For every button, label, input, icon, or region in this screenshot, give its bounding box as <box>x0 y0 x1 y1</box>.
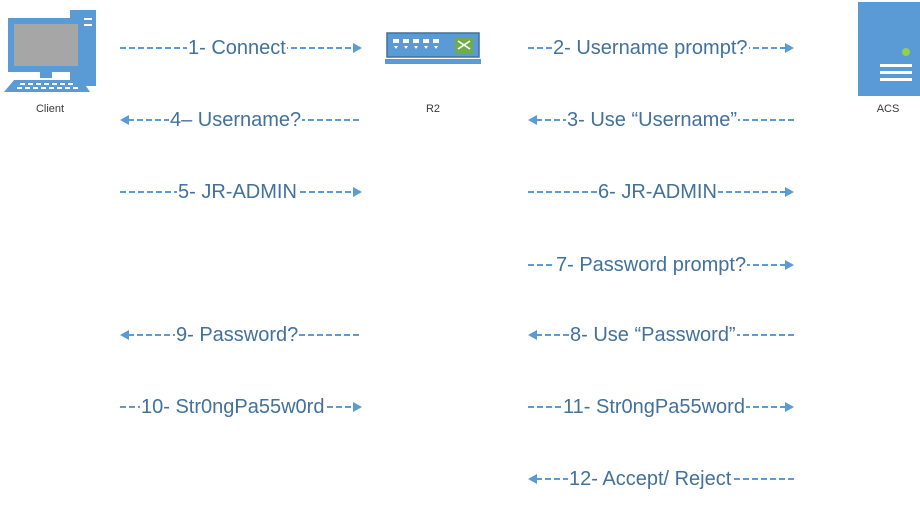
message-arrow-8: 8- Use “Password” <box>528 323 794 347</box>
message-arrow-10: 10- Str0ngPa55w0rd <box>120 395 362 419</box>
arrowhead-icon <box>528 330 537 340</box>
arrowhead-icon <box>785 402 794 412</box>
arrowhead-icon <box>120 330 129 340</box>
message-label: 6- JR-ADMIN <box>597 180 718 204</box>
message-arrow-3: 3- Use “Username” <box>528 108 794 132</box>
arrowhead-icon <box>785 43 794 53</box>
message-label: 12- Accept/ Reject <box>568 467 733 491</box>
message-arrow-2: 2- Username prompt? <box>528 36 794 60</box>
arrowhead-icon <box>353 43 362 53</box>
message-label: 10- Str0ngPa55w0rd <box>140 395 326 419</box>
message-label: 2- Username prompt? <box>552 36 749 60</box>
arrowhead-icon <box>785 260 794 270</box>
message-arrow-5: 5- JR-ADMIN <box>120 180 362 204</box>
message-label: 8- Use “Password” <box>569 323 737 347</box>
server-icon <box>858 2 920 101</box>
message-arrow-4: 4– Username? <box>120 108 362 132</box>
message-arrow-1: 1- Connect <box>120 36 362 60</box>
message-label: 7- Password prompt? <box>555 253 748 277</box>
message-label: 11- Str0ngPa55word <box>562 395 746 419</box>
client-computer-icon <box>4 8 100 99</box>
arrowhead-icon <box>528 474 537 484</box>
message-arrow-6: 6- JR-ADMIN <box>528 180 794 204</box>
arrowhead-icon <box>353 187 362 197</box>
message-arrow-11: 11- Str0ngPa55word <box>528 395 794 419</box>
message-label: 4– Username? <box>169 108 303 132</box>
message-arrow-7: 7- Password prompt? <box>528 253 794 277</box>
message-label: 9- Password? <box>175 323 300 347</box>
server-label: ACS <box>876 103 900 115</box>
message-arrow-9: 9- Password? <box>120 323 362 347</box>
arrowhead-icon <box>528 115 537 125</box>
client-label: Client <box>35 103 65 115</box>
message-label: 5- JR-ADMIN <box>177 180 298 204</box>
arrowhead-icon <box>785 187 794 197</box>
message-arrow-12: 12- Accept/ Reject <box>528 467 794 491</box>
message-label: 3- Use “Username” <box>566 108 739 132</box>
message-label: 1- Connect <box>187 36 287 60</box>
arrowhead-icon <box>120 115 129 125</box>
router-label: R2 <box>425 103 441 115</box>
router-switch-icon <box>385 31 481 72</box>
arrowhead-icon <box>353 402 362 412</box>
